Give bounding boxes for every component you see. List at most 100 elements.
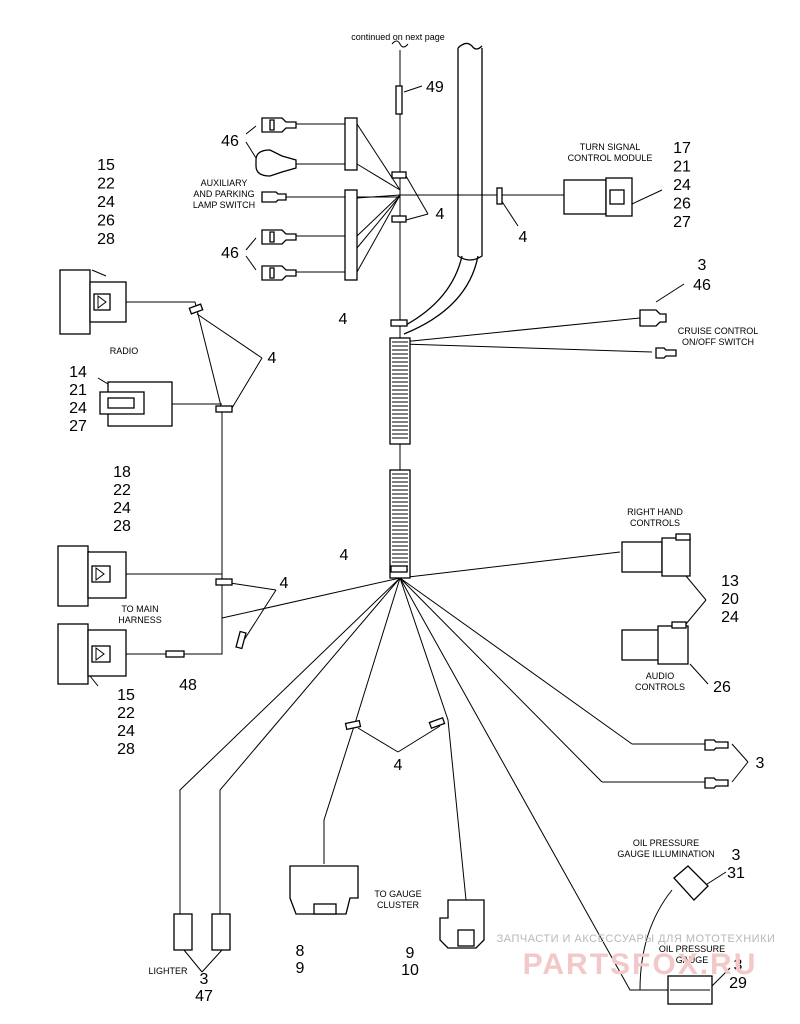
main-harness-label-2: HARNESS [118, 615, 162, 625]
callout-number: 21 [673, 159, 691, 176]
callout-number: 10 [401, 962, 419, 979]
callout-number: 4 [280, 575, 289, 592]
continued-note: continued on next page [351, 32, 445, 42]
callout-number: 26 [97, 213, 115, 230]
callout-number: 22 [97, 176, 115, 193]
callout-number: 4 [519, 229, 528, 246]
watermark-line-1: ЗАПЧАСТИ И АКСЕССУАРЫ ДЛЯ МОТОТЕХНИКИ [497, 933, 776, 945]
right-hand-label-1: RIGHT HAND [627, 507, 683, 517]
callout-number: 22 [117, 705, 135, 722]
callout-number: 20 [721, 591, 739, 608]
callout-number: 27 [673, 214, 691, 231]
callout-number: 3 [756, 755, 765, 772]
lighter-label: LIGHTER [148, 966, 188, 976]
oil-gauge-label-2: GAUGE [676, 955, 709, 965]
main-harness-label-1: TO MAIN [121, 604, 158, 614]
callout-number: 22 [113, 482, 131, 499]
watermark: ЗАПЧАСТИ И АКСЕССУАРЫ ДЛЯ МОТОТЕХНИКИ PA… [497, 933, 776, 981]
callout-4-aux: 4 [436, 206, 445, 223]
callout-4-radio: 4 [268, 350, 277, 367]
oil-gauge-label-1: OIL PRESSURE [659, 944, 725, 954]
callout-number: 4 [339, 311, 348, 328]
callout-number: 24 [673, 177, 691, 194]
wire-network [83, 40, 749, 991]
radio-label: RADIO [110, 346, 139, 356]
callout-46-top: 46 [221, 133, 239, 150]
aux-switch-label-3: LAMP SWITCH [193, 200, 255, 210]
callout-number: 14 [69, 364, 87, 381]
audio-label-1: AUDIO [646, 671, 675, 681]
callout-number: 18 [113, 464, 131, 481]
callout-number: 4 [436, 206, 445, 223]
aux-switch-label-2: AND PARKING [193, 189, 254, 199]
cruise-label-1: CRUISE CONTROL [678, 326, 759, 336]
callout-number: 24 [721, 609, 739, 626]
callout-4-main: 4 [340, 547, 349, 564]
callout-number: 47 [195, 988, 213, 1005]
callout-number: 46 [221, 245, 239, 262]
callout-number: 29 [729, 975, 747, 992]
callout-number: 3 [734, 957, 743, 974]
callout-4-gauge: 4 [394, 757, 403, 774]
callout-number: 4 [268, 350, 277, 367]
callout-number: 9 [406, 945, 415, 962]
callout-number: 49 [426, 79, 444, 96]
callout-number: 3 [200, 971, 209, 988]
callout-49: 49 [426, 79, 444, 96]
callout-number: 3 [698, 257, 707, 274]
aux-switch-label-1: AUXILIARY [201, 178, 248, 188]
callout-number: 17 [673, 140, 691, 157]
turn-signal-label-1: TURN SIGNAL [580, 142, 641, 152]
callout-number: 15 [117, 687, 135, 704]
connectors [57, 85, 729, 1005]
right-hand-label-2: CONTROLS [630, 518, 680, 528]
labels: continued on next page AUXILIARY AND PAR… [110, 32, 759, 976]
callout-number: 9 [296, 960, 305, 977]
callout-number: 3 [732, 847, 741, 864]
callout-48: 48 [179, 677, 197, 694]
cruise-label-2: ON/OFF SWITCH [682, 337, 754, 347]
callout-26: 26 [713, 679, 731, 696]
callout-4-turn-signal: 4 [519, 229, 528, 246]
callout-number: 31 [727, 865, 745, 882]
wire-bundle-lower [389, 469, 411, 579]
callout-number: 46 [221, 133, 239, 150]
callout-number: 8 [296, 943, 305, 960]
turn-signal-label-2: CONTROL MODULE [568, 153, 653, 163]
callout-number: 26 [713, 679, 731, 696]
gauge-cluster-label-2: CLUSTER [377, 900, 420, 910]
callout-number: 26 [673, 196, 691, 213]
callout-4-lower: 4 [280, 575, 289, 592]
callout-number: 24 [117, 723, 135, 740]
oil-illum-label-2: GAUGE ILLUMINATION [617, 849, 714, 859]
callout-number: 48 [179, 677, 197, 694]
callout-number: 46 [693, 277, 711, 294]
callout-number: 21 [69, 382, 87, 399]
oil-illum-label-1: OIL PRESSURE [633, 838, 699, 848]
callout-number: 28 [117, 741, 135, 758]
audio-label-2: CONTROLS [635, 682, 685, 692]
callout-number: 24 [113, 500, 131, 517]
callout-number: 15 [97, 157, 115, 174]
callout-4-cruise: 4 [339, 311, 348, 328]
callout-number: 24 [69, 400, 87, 417]
callout-number: 13 [721, 573, 739, 590]
callout-number: 28 [113, 518, 131, 535]
callout-46-mid: 46 [221, 245, 239, 262]
callout-number: 27 [69, 418, 87, 435]
callout-3-right: 3 [756, 755, 765, 772]
gauge-cluster-label-1: TO GAUGE [374, 889, 421, 899]
